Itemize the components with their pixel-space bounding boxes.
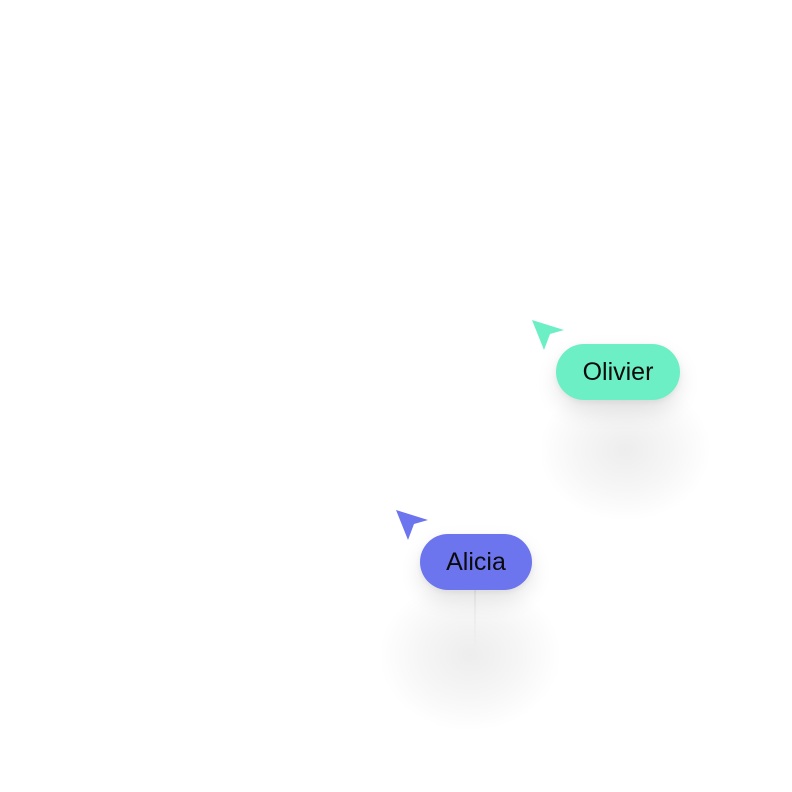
cursor-shadow bbox=[380, 580, 560, 730]
cursor-arrow-icon bbox=[394, 508, 428, 542]
cursor-arrow-icon bbox=[530, 318, 564, 352]
cursor-trail bbox=[474, 590, 476, 650]
cursor-label-olivier: Olivier bbox=[556, 344, 680, 400]
cursor-shadow bbox=[540, 380, 710, 520]
cursor-label-alicia: Alicia bbox=[420, 534, 532, 590]
